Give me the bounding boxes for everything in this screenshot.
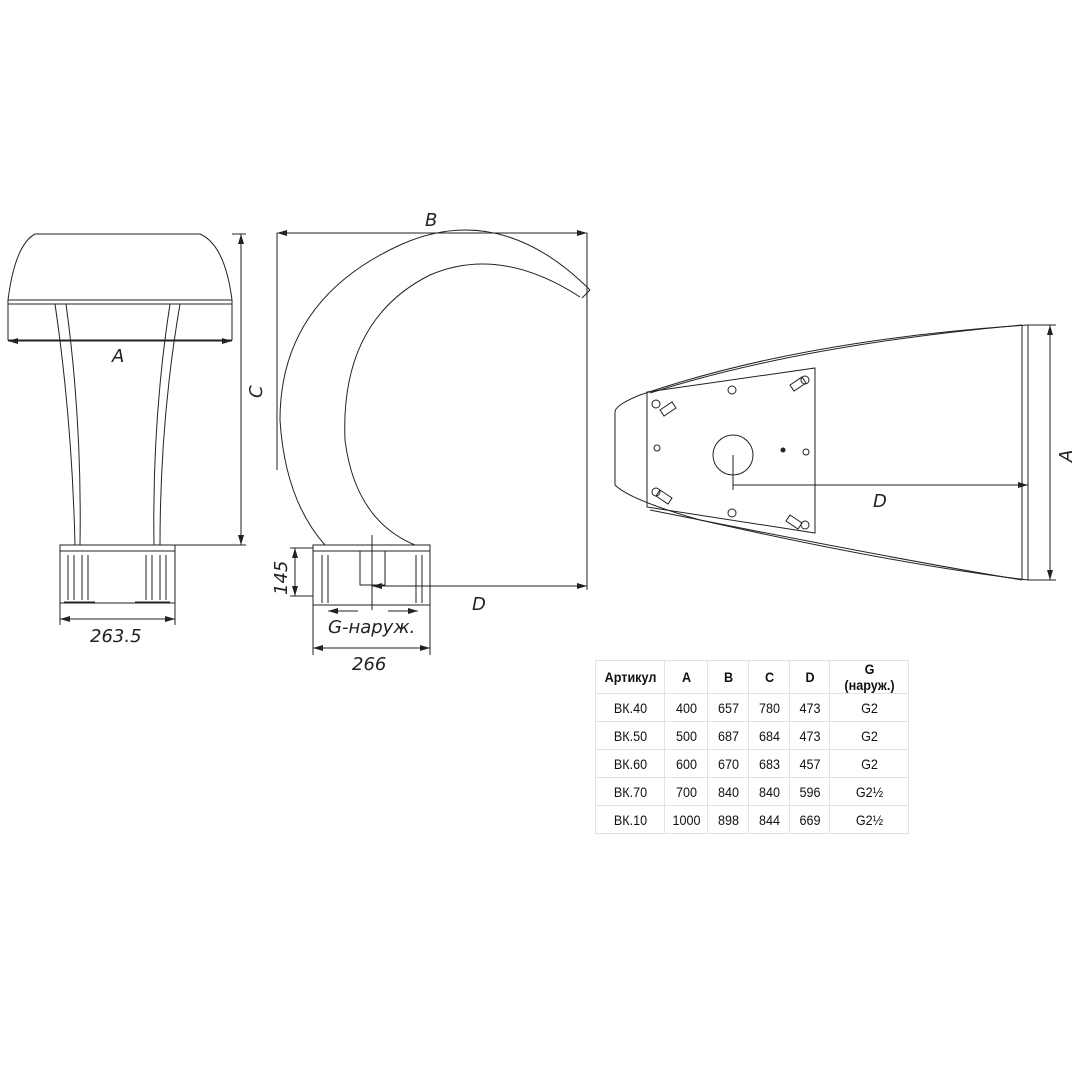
cell: 670 xyxy=(709,749,747,778)
cell: 457 xyxy=(791,749,828,778)
cell: G2 xyxy=(833,693,905,722)
cell: ВК.70 xyxy=(598,777,662,806)
cell: 700 xyxy=(666,777,706,806)
side-dim-145: 145 xyxy=(271,561,292,595)
front-view xyxy=(7,233,246,625)
side-dim-g: G-наруж. xyxy=(328,617,415,638)
header-a: A xyxy=(666,660,706,694)
cell: 657 xyxy=(709,693,747,722)
front-dim-a: A xyxy=(111,346,124,367)
cell: 1000 xyxy=(666,805,706,834)
cell: ВК.50 xyxy=(598,721,662,750)
cell: 669 xyxy=(791,805,828,834)
cell: 500 xyxy=(666,721,706,750)
cell: 600 xyxy=(666,749,706,778)
cell: 898 xyxy=(709,805,747,834)
side-dim-b: B xyxy=(425,210,437,231)
side-dim-base: 266 xyxy=(352,654,386,675)
front-dim-base: 263.5 xyxy=(90,626,142,647)
header-article: Артикул xyxy=(598,660,662,694)
top-view xyxy=(614,324,1056,581)
cell: G2 xyxy=(833,721,905,750)
header-c: C xyxy=(750,660,788,694)
cell: G2½ xyxy=(833,805,905,834)
table-header-row: Артикул A B C D G (наруж.) xyxy=(596,660,909,694)
cell: 844 xyxy=(750,805,788,834)
cell: 596 xyxy=(791,777,828,806)
cell: 684 xyxy=(750,721,788,750)
cell: 473 xyxy=(791,693,828,722)
header-d: D xyxy=(791,660,828,694)
header-b: B xyxy=(709,660,747,694)
cell: 840 xyxy=(709,777,747,806)
front-dim-c: C xyxy=(246,385,267,398)
cell: 400 xyxy=(666,693,706,722)
header-g: G (наруж.) xyxy=(833,660,905,694)
cell: 687 xyxy=(709,721,747,750)
cell: ВК.40 xyxy=(598,693,662,722)
side-dim-d: D xyxy=(472,594,486,615)
side-view xyxy=(276,229,591,655)
cell: 780 xyxy=(750,693,788,722)
top-dim-a: A xyxy=(1056,450,1077,463)
top-dim-d: D xyxy=(873,491,887,512)
cell: G2½ xyxy=(833,777,905,806)
cell: G2 xyxy=(833,749,905,778)
cell: 683 xyxy=(750,749,788,778)
cell: ВК.60 xyxy=(598,749,662,778)
cell: 840 xyxy=(750,777,788,806)
cell: 473 xyxy=(791,721,828,750)
cell: ВК.10 xyxy=(598,805,662,834)
